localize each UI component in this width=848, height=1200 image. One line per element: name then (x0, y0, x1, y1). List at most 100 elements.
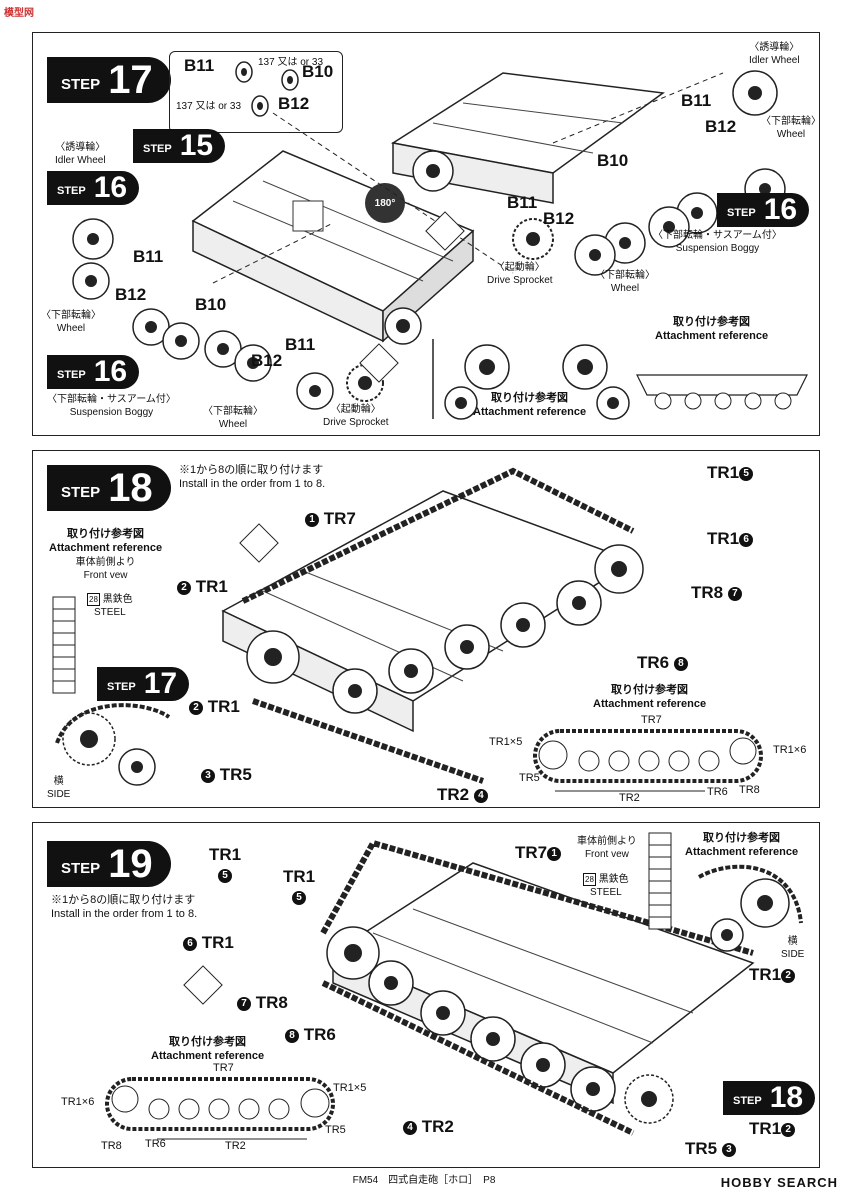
s19-tr2: 4 TR2 (403, 1117, 454, 1137)
step19-ref-track (105, 1077, 335, 1140)
s19-ref-tr6: TR6 (145, 1138, 166, 1150)
side-view-sprocket (55, 703, 171, 786)
part-b12-b: B12 (251, 351, 283, 370)
part-b12-a: B12 (115, 285, 147, 304)
step18-ref-track (533, 729, 763, 792)
sprocket-caption-right: 〈起動輪〉Drive Sprocket (487, 262, 553, 286)
tr1-label-2b: 2 TR1 (189, 697, 240, 717)
inset-parts-drawing (235, 61, 299, 117)
part-b10-b: B10 (597, 151, 629, 170)
tr2-label: TR2 4 (437, 785, 488, 805)
part-label-b10: B10 (302, 62, 334, 81)
s19-ref-tr7: TR7 (213, 1062, 234, 1074)
part-b11-d: B11 (507, 193, 538, 212)
watermark-logo: 模型网 (4, 8, 34, 19)
ref-tr1x6: TR1×6 (773, 744, 807, 756)
attachment-ref-drawings (432, 339, 808, 420)
page-footer: FM54 四式自走砲［ホロ］ P8 (352, 1175, 496, 1186)
s19-ref-tr1x6: TR1×6 (61, 1096, 95, 1108)
tr5-label: 3 TR5 (201, 765, 252, 785)
part-b12-c: B12 (705, 117, 737, 136)
watermark-hobbysearch: HOBBY SEARCH (720, 1175, 838, 1190)
step17-dashed-guides (212, 72, 724, 284)
ref-tr8: TR8 (739, 784, 760, 796)
idler-caption-left: 〈誘導輪〉Idler Wheel (55, 142, 106, 166)
tr1-label-2: 2 TR1 (177, 577, 228, 597)
s19-side-view (698, 864, 803, 952)
s19-ref-tr1x5: TR1×5 (333, 1082, 367, 1094)
ref-tr1x5: TR1×5 (489, 736, 523, 748)
s19-track-front-view (648, 832, 672, 930)
s19-ref-tr5: TR5 (325, 1124, 346, 1136)
s19-tr1-6: 6 TR1 (183, 933, 234, 953)
step18-hull (221, 467, 644, 784)
boggy-caption-right: 〈下部転輪・サスアーム付〉Suspension Boggy (653, 230, 782, 254)
part-b11-c: B11 (681, 91, 712, 110)
sprocket-caption-left: 〈起動輪〉Drive Sprocket (323, 404, 389, 428)
wheel-caption-right-2: 〈下部転輪〉Wheel (595, 270, 655, 294)
step17-left-wheels (72, 218, 384, 410)
tr7-label: 1 TR7 (305, 509, 356, 529)
ref-tr5: TR5 (519, 772, 540, 784)
part-b10-a: B10 (195, 295, 227, 314)
step17-right-wheels (512, 70, 786, 276)
part-label-b12: B12 (278, 94, 310, 113)
s19-tr8: 7 TR8 (237, 993, 288, 1013)
step17-chassis-right (390, 72, 665, 204)
s19-tr5: TR5 3 (685, 1139, 736, 1159)
part-b12-d: B12 (543, 209, 575, 228)
wheel-caption-left-2: 〈下部転輪〉Wheel (203, 406, 263, 430)
or-note-2: 137 又は or 33 (176, 101, 242, 112)
s19-ref-tr8: TR8 (101, 1140, 122, 1152)
part-b11-a: B11 (133, 247, 164, 266)
or-note-1: 137 又は or 33 (258, 57, 324, 68)
step19-hull (320, 839, 755, 1136)
idler-caption-right: 〈誘導輪〉Idler Wheel (749, 42, 800, 66)
grue-icon-step19 (183, 965, 223, 1005)
rotate-180-icon: 180° (365, 183, 405, 223)
part-label-b11: B11 (184, 56, 215, 75)
step17-chassis-left (191, 150, 475, 345)
part-inset-box: B11 B10 B12 137 又は or 33 137 又は or 33 (169, 51, 343, 133)
ref-tr2: TR2 (619, 792, 640, 804)
ref-tr6: TR6 (707, 786, 728, 798)
s19-tr6: 8 TR6 (285, 1025, 336, 1045)
tr6-label: TR6 8 (637, 653, 688, 673)
s19-ref-tr2: TR2 (225, 1140, 246, 1152)
ref-tr7: TR7 (641, 714, 662, 726)
wheel-caption-left: 〈下部転輪〉Wheel (41, 310, 101, 334)
tr8-label: TR8 7 (691, 583, 742, 603)
